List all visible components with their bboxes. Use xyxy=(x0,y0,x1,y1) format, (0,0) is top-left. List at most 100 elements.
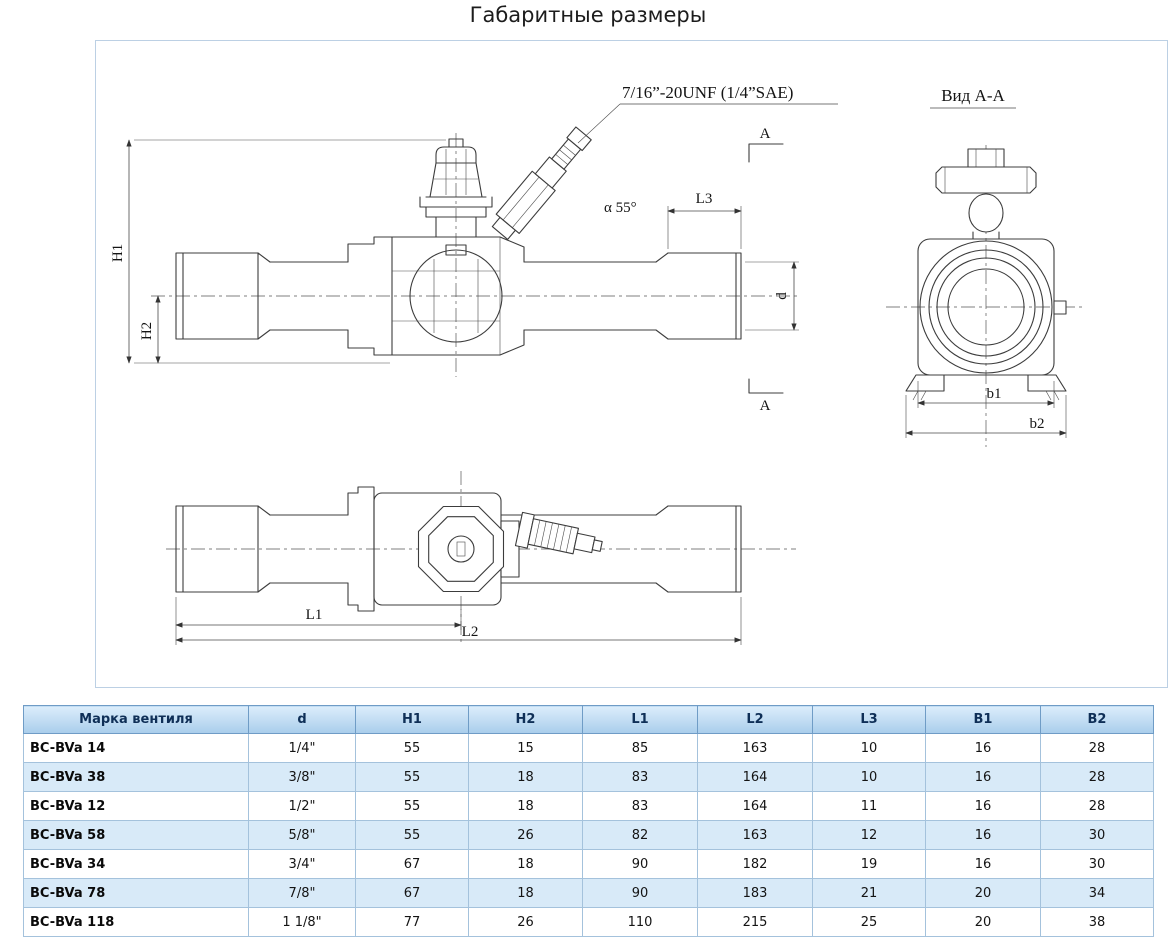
dimension-value-cell: 90 xyxy=(582,878,698,908)
dimension-value-cell: 82 xyxy=(582,820,698,850)
tv-left-pipe xyxy=(269,514,349,584)
section-label-a-top: A xyxy=(760,126,771,142)
column-header: B1 xyxy=(925,705,1041,734)
dimension-value-cell: 18 xyxy=(468,878,583,908)
b2-label: b2 xyxy=(1030,416,1045,432)
dimension-value-cell: 163 xyxy=(697,733,813,763)
dimension-value-cell: 26 xyxy=(468,820,583,850)
side-view: b1 b2 Вид А-А xyxy=(886,86,1086,447)
section-mark-top xyxy=(748,143,784,163)
dimension-value-cell: 10 xyxy=(812,733,926,763)
dimension-value-cell: 12 xyxy=(812,820,926,850)
dimension-value-cell: 19 xyxy=(812,849,926,879)
d-label: d xyxy=(774,292,790,300)
ball-bore-lines xyxy=(433,259,479,333)
dimension-value-cell: 67 xyxy=(355,878,469,908)
dimension-value-cell: 10 xyxy=(812,762,926,792)
dimension-value-cell: 90 xyxy=(582,849,698,879)
dimension-value-cell: 30 xyxy=(1040,849,1154,879)
service-valve-thread-lines xyxy=(555,144,576,165)
section-mark-bottom xyxy=(748,378,784,394)
page-title: Габаритные размеры xyxy=(469,3,707,27)
dimension-value-cell: 28 xyxy=(1040,733,1154,763)
l1-label: L1 xyxy=(306,607,323,623)
tv-fitting-body xyxy=(527,518,579,555)
b1-label: b1 xyxy=(987,386,1002,402)
dimension-value-cell: 21 xyxy=(812,878,926,908)
dimension-value-cell: 18 xyxy=(468,762,583,792)
tv-fitting-end xyxy=(591,539,603,552)
d-extension-lines xyxy=(745,261,799,331)
dimension-value-cell: 1 1/8" xyxy=(248,907,356,937)
sv-circle-3 xyxy=(936,257,1036,357)
dimension-value-cell: 25 xyxy=(812,907,926,937)
sv-left-foot xyxy=(905,374,945,392)
dimension-value-cell: 55 xyxy=(355,820,469,850)
dimension-value-cell: 38 xyxy=(1040,907,1154,937)
dimension-value-cell: 30 xyxy=(1040,820,1154,850)
section-label-a-bottom: A xyxy=(760,398,771,414)
left-cup-outline xyxy=(175,252,271,340)
h1-label: H1 xyxy=(110,244,126,262)
tv-left-cup xyxy=(175,505,271,593)
sv-flange xyxy=(935,166,1037,194)
left-flange-outline xyxy=(347,236,393,356)
column-header: L3 xyxy=(812,705,926,734)
bonnet-neck xyxy=(419,196,493,238)
dimension-value-cell: 3/4" xyxy=(248,849,356,879)
valve-model-cell: BC-BVa 58 xyxy=(23,820,249,850)
sv-foot-hatching xyxy=(912,390,1060,401)
service-valve-hex-flats xyxy=(502,176,549,228)
dimension-value-cell: 28 xyxy=(1040,762,1154,792)
top-view: L1 L2 xyxy=(166,471,796,645)
column-header: L1 xyxy=(582,705,698,734)
tv-right-cup xyxy=(655,505,742,593)
tv-fitting-serrations xyxy=(534,520,572,553)
l3-label: L3 xyxy=(696,191,713,207)
sv-knob xyxy=(968,193,1004,233)
valve-model-cell: BC-BVa 78 xyxy=(23,878,249,908)
dimension-value-cell: 7/8" xyxy=(248,878,356,908)
dimension-value-cell: 85 xyxy=(582,733,698,763)
ball-stem-slot xyxy=(445,244,467,256)
tv-octagon-outer xyxy=(417,505,505,593)
dimension-value-cell: 77 xyxy=(355,907,469,937)
h2-label: H2 xyxy=(139,322,155,340)
sv-flange-lines xyxy=(944,167,1028,193)
dimension-value-cell: 1/2" xyxy=(248,791,356,821)
dimension-value-cell: 55 xyxy=(355,791,469,821)
sv-cap-flats xyxy=(975,149,997,167)
column-header: Марка вентиля xyxy=(23,705,249,734)
sv-right-foot xyxy=(1027,374,1067,392)
dimension-value-cell: 16 xyxy=(925,820,1041,850)
sv-neck xyxy=(972,231,1000,240)
valve-model-cell: BC-BVa 14 xyxy=(23,733,249,763)
dimension-value-cell: 34 xyxy=(1040,878,1154,908)
front-view: 7/16”-20UNF (1/4”SAE) α 55° H1 H2 L3 d A… xyxy=(110,83,838,414)
dimension-value-cell: 164 xyxy=(697,762,813,792)
dimension-value-cell: 16 xyxy=(925,733,1041,763)
b1-b2-extension-lines xyxy=(905,381,1067,438)
tv-center-slot xyxy=(456,541,466,557)
dimension-value-cell: 1/4" xyxy=(248,733,356,763)
column-header: B2 xyxy=(1040,705,1154,734)
l2-label: L2 xyxy=(462,624,479,640)
tv-service-fitting xyxy=(514,511,603,555)
sv-circle-4 xyxy=(947,268,1025,346)
bonnet-cap-flats xyxy=(434,149,478,195)
dimension-value-cell: 164 xyxy=(697,791,813,821)
sv-circle-2 xyxy=(928,249,1044,365)
h1-extension-lines xyxy=(134,139,446,364)
dimension-value-cell: 83 xyxy=(582,762,698,792)
drawing-panel: 7/16”-20UNF (1/4”SAE) α 55° H1 H2 L3 d A… xyxy=(95,40,1168,688)
dimension-value-cell: 28 xyxy=(1040,791,1154,821)
